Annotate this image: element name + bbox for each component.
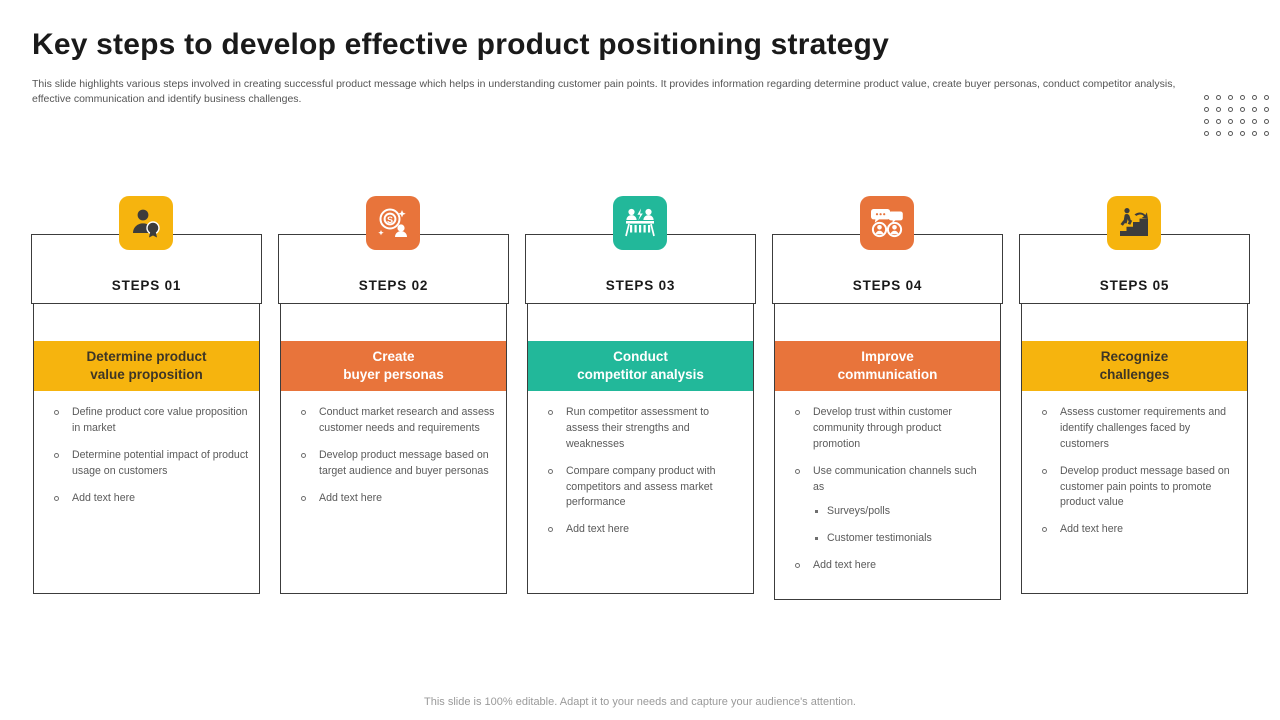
decor-dot [1251,107,1257,112]
sub-list-item: Surveys/polls [813,504,990,520]
decor-dot [1263,119,1269,124]
body-spacer [1022,304,1247,341]
body-spacer [34,304,259,341]
decor-dot [1239,107,1245,112]
step-heading-band: Create buyer personas [281,341,506,391]
list-item: Develop product message based on target … [297,448,496,480]
list-item: Develop product message based on custome… [1038,464,1237,512]
decor-dot [1251,95,1257,100]
body-spacer [281,304,506,341]
sub-list-item: Customer testimonials [813,531,990,547]
dot-grid-decoration [1200,92,1272,140]
decor-dot [1203,95,1209,100]
decor-dot [1263,95,1269,100]
decor-dot [1227,119,1233,124]
decor-dot [1263,107,1269,112]
body-spacer [528,304,753,341]
step-heading-line-2: competitor analysis [577,367,704,382]
svg-text:S: S [387,215,393,225]
decor-dot [1263,131,1269,136]
decor-dot [1215,131,1221,136]
step-heading-line-2: value proposition [90,367,203,382]
step-number-label: STEPS 03 [605,278,676,293]
decor-dot [1215,119,1221,124]
decor-dot [1251,119,1257,124]
chat-bubbles-people-icon [860,196,914,250]
stairs-climb-arrow-icon [1107,196,1161,250]
list-item: Assess customer requirements and identif… [1038,405,1237,453]
step-heading-line-1: Conduct [613,349,668,365]
step-heading-line-1: Recognize [1100,349,1169,365]
step-bullet-list: Define product core value proposition in… [34,391,259,531]
step-heading-band: Recognize challenges [1022,341,1247,391]
decor-dot [1203,119,1209,124]
step-heading-line-2: buyer personas [343,367,444,382]
decor-dot [1227,131,1233,136]
step-bullet-list: Develop trust within customer community … [775,391,1000,599]
decor-dot [1239,119,1245,124]
decor-dot [1203,131,1209,136]
slide-footer-note: This slide is 100% editable. Adapt it to… [424,696,856,708]
step-heading-band: Conduct competitor analysis [528,341,753,391]
decor-dot [1227,107,1233,112]
step-number-label: STEPS 02 [358,278,429,293]
decor-dot [1239,131,1245,136]
step-heading-line-2: challenges [1099,367,1170,382]
step-bullet-list: Run competitor assessment to assess thei… [528,391,753,563]
step-heading-line-1: Determine product [86,349,207,365]
person-award-icon [119,196,173,250]
step-bullet-list: Conduct market research and assess custo… [281,391,506,531]
decor-dot [1227,95,1233,100]
list-item: Run competitor assessment to assess thei… [544,405,743,453]
list-item: Determine potential impact of product us… [50,448,249,480]
list-item: Add text here [297,491,496,507]
decor-dot [1239,95,1245,100]
step-number-label: STEPS 01 [111,278,182,293]
step-heading-line-1: Create [372,349,415,365]
step-number-label: STEPS 05 [1099,278,1170,293]
competitors-table-icon [613,196,667,250]
decor-dot [1215,107,1221,112]
slide-header: Key steps to develop effective product p… [32,28,1192,107]
list-item: Develop trust within customer community … [791,405,990,453]
dollar-target-persona-icon: S [366,196,420,250]
step-heading-line-1: Improve [861,349,914,365]
list-item: Add text here [50,491,249,507]
body-spacer [775,304,1000,341]
step-heading-band: Improve communication [775,341,1000,391]
decor-dot [1251,131,1257,136]
list-item: Add text here [791,558,990,574]
slide-subtitle: This slide highlights various steps invo… [32,77,1176,105]
list-item: Conduct market research and assess custo… [297,405,496,437]
page-title: Key steps to develop effective product p… [32,28,889,61]
decor-dot [1215,95,1221,100]
step-bullet-list: Assess customer requirements and identif… [1022,391,1247,563]
step-heading-line-2: communication [837,367,938,382]
list-item: Add text here [544,522,743,538]
list-item: Define product core value proposition in… [50,405,249,437]
decor-dot [1203,107,1209,112]
list-item: Add text here [1038,522,1237,538]
list-item: Compare company product with competitors… [544,464,743,512]
step-heading-band: Determine product value proposition [34,341,259,391]
step-number-label: STEPS 04 [852,278,923,293]
